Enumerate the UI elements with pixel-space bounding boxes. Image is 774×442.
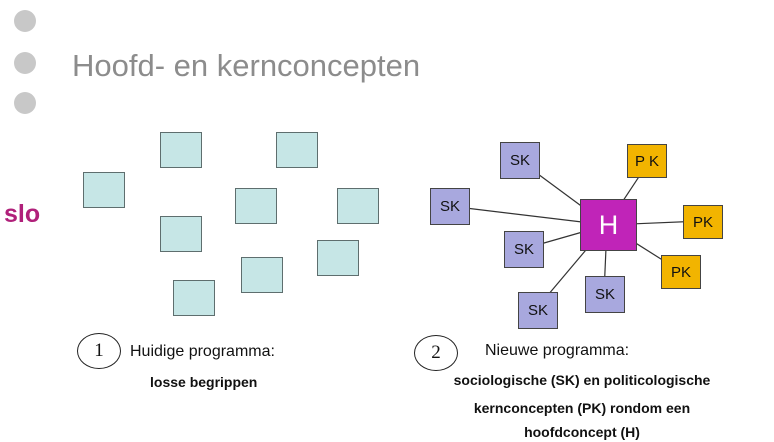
pk-node: P K: [627, 144, 667, 178]
hub-node: H: [580, 199, 637, 251]
slide-title: Hoofd- en kernconcepten: [72, 48, 421, 83]
left-subcaption: losse begrippen: [150, 374, 258, 390]
concept-box: [276, 132, 318, 168]
pk-node: PK: [683, 205, 723, 239]
concept-box: [160, 132, 202, 168]
concept-box: [241, 257, 283, 293]
bullet-dot: [14, 52, 36, 74]
sk-node: SK: [518, 292, 558, 329]
sk-node: SK: [585, 276, 625, 313]
sk-node: SK: [500, 142, 540, 179]
sk-node: SK: [430, 188, 470, 225]
slo-logo: slo: [4, 200, 41, 228]
concept-box: [160, 216, 202, 252]
concept-box: [83, 172, 125, 208]
right-caption: Nieuwe programma:: [485, 342, 630, 359]
concept-box: [235, 188, 277, 224]
left-caption: Huidige programma:: [130, 343, 275, 360]
right-subcaption-line1: sociologische (SK) en politicologische: [453, 372, 711, 388]
step-number-2: 2: [414, 335, 458, 371]
step-number-1: 1: [77, 333, 121, 369]
concept-box: [317, 240, 359, 276]
right-subcaption-line2: kernconcepten (PK) rondom een: [473, 400, 691, 416]
pk-node: PK: [661, 255, 701, 289]
sk-node: SK: [504, 231, 544, 268]
bullet-dot: [14, 10, 36, 32]
right-subcaption-line3: hoofdconcept (H): [524, 424, 640, 440]
bullet-dot: [14, 92, 36, 114]
concept-box: [337, 188, 379, 224]
concept-box: [173, 280, 215, 316]
